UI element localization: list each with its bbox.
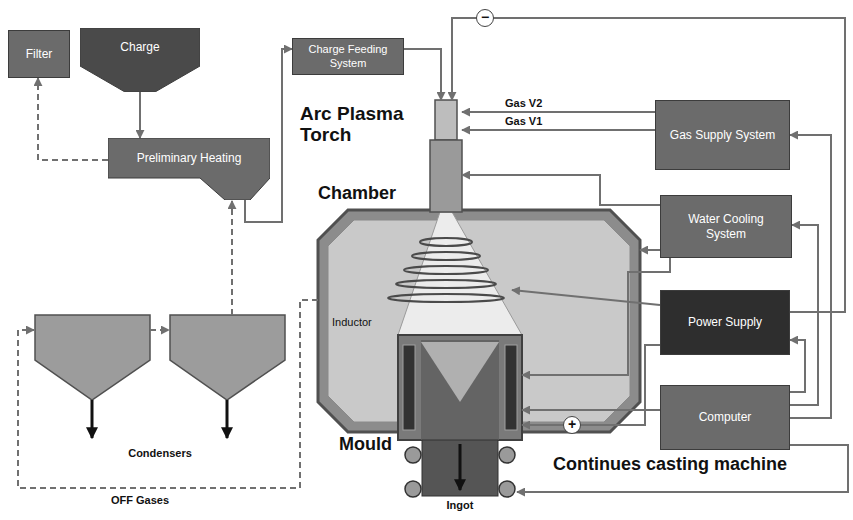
melt-pool [421,342,499,402]
ingot-in-mould [421,340,499,440]
flow-connector [139,92,141,138]
mould-coil [505,345,517,430]
flow-connector [790,225,818,405]
part-label: Ingot [447,499,474,511]
part-label: Inductor [332,316,372,328]
flow-connector [640,249,660,251]
part-heading: Mould [339,435,392,455]
box-label: Charge Feeding System [299,43,397,69]
box-label: Charge [80,28,200,66]
withdraw-arrow [459,444,462,490]
cooling-box: Water Cooling System [660,195,792,258]
mould-body [398,335,522,440]
inductor-feed [512,290,660,305]
box-label: Gas Supply System [670,128,775,142]
mould-block: Mould [398,335,522,440]
discharge-arrow [226,400,229,438]
computer-box: Computer [660,385,790,450]
part-heading: Chamber [318,184,396,204]
flow-connector [452,18,845,312]
roller-control [517,445,848,492]
feeder-box: Charge Feeding System [292,38,404,75]
condenser-hopper [35,315,150,400]
hopper-shape [80,28,200,92]
plasma-cone [398,212,522,335]
filter-box: Filter [8,30,70,78]
torch-electrode [435,100,457,140]
plasma-torch: Arc Plasma Torch [430,100,462,212]
flow-connector [522,409,660,411]
flow-connector [245,49,292,222]
flow-connector [462,175,660,205]
off-gas-route [18,201,318,488]
chamber-vessel: Chamber [318,210,640,432]
flow-connector [462,129,655,131]
flow-connector [790,135,831,418]
edge-label: Gas V2 [503,97,544,109]
box-label: Power Supply [688,315,762,329]
power-box: Power Supply [660,290,790,355]
box-label: Computer [699,410,752,424]
heating-hopper: Preliminary Heating [108,138,270,200]
machine-title: Continues casting machine [553,454,787,475]
condenser-hopper [170,315,285,400]
flow-connector [38,78,108,160]
hopper-outline [108,138,270,200]
box-label: Water Cooling System [667,212,785,241]
torch-body [430,140,462,212]
flow-connector [462,111,655,113]
charge-hopper: Charge [80,28,200,92]
part-heading: Arc Plasma Torch [300,104,418,146]
flow-connector [522,258,670,375]
box-label: Filter [26,47,53,61]
flow-connector [790,340,805,392]
ingot-bar [422,440,498,496]
flow-connector [522,345,660,425]
flow-connector [404,49,441,100]
edge-label: Gas V1 [503,115,544,127]
hopper-shape [108,138,270,200]
mould-coil [403,345,415,430]
gas-box: Gas Supply System [655,100,790,170]
casting-rollers [405,447,515,497]
polarity-sign: + [563,416,581,434]
discharge-arrow [91,400,94,438]
polarity-sign: − [476,9,494,27]
box-label: Preliminary Heating [108,138,270,178]
inductor-coils [388,238,504,302]
flow-label: OFF Gases [111,494,169,506]
hopper-outline [80,28,200,92]
part-label: Condensers [128,447,192,459]
